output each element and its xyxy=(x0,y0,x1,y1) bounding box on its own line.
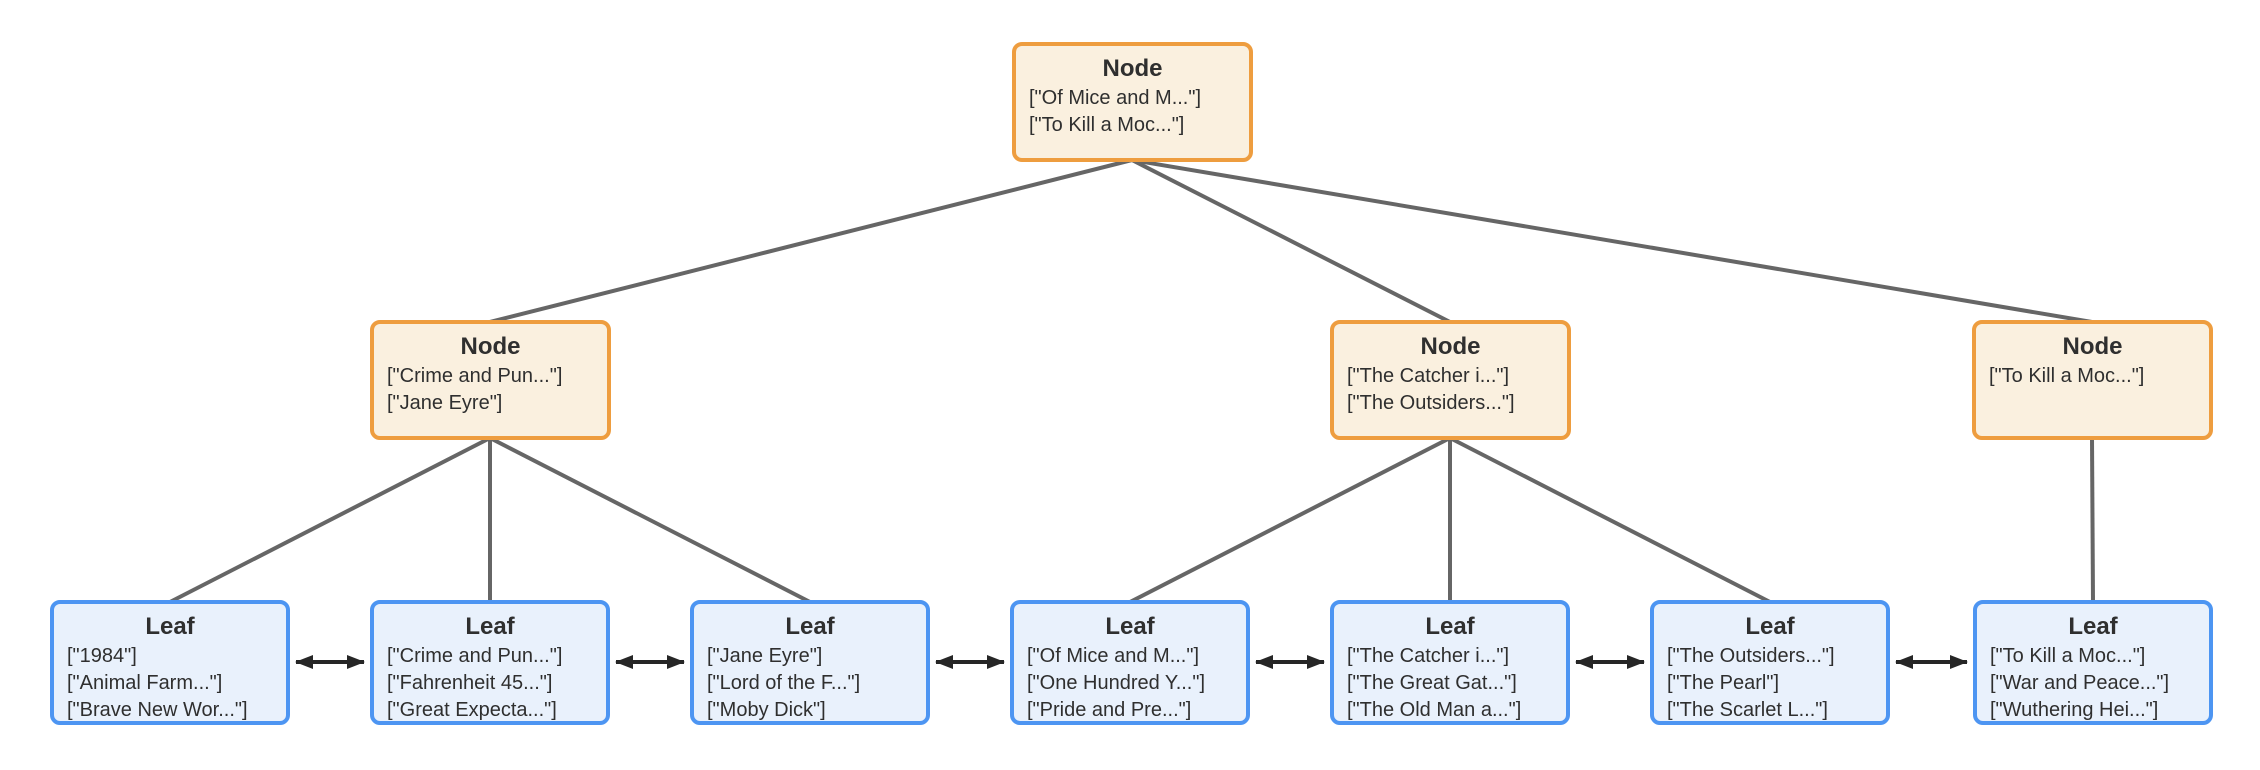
internal-node-0: Node ["Crime and Pun..."] ["Jane Eyre"] xyxy=(370,320,611,440)
node-key: ["Jane Eyre"] xyxy=(387,392,503,414)
leaf-key: ["The Pearl"] xyxy=(1667,672,1780,694)
leaf-key: ["The Catcher i..."] xyxy=(1347,645,1510,667)
leaf-key: ["1984"] xyxy=(67,645,137,667)
leaf-key: ["Jane Eyre"] xyxy=(707,645,823,667)
edge-node2-leaf6 xyxy=(2090,437,2095,603)
leaf-key: ["Fahrenheit 45..."] xyxy=(387,672,553,694)
leaf-key: ["The Great Gat..."] xyxy=(1347,672,1517,694)
edge-node0-leaf0 xyxy=(169,436,491,604)
leaf-5: Leaf ["The Outsiders..."] ["The Pearl"] … xyxy=(1650,600,1890,725)
leaf-key: ["Brave New Wor..."] xyxy=(67,699,248,721)
internal-node-1: Node ["The Catcher i..."] ["The Outsider… xyxy=(1330,320,1571,440)
node-key: ["Of Mice and M..."] xyxy=(1029,87,1202,109)
node-title: Node xyxy=(1420,333,1481,360)
leaf-1: Leaf ["Crime and Pun..."] ["Fahrenheit 4… xyxy=(370,600,610,725)
leaf-title: Leaf xyxy=(1105,613,1155,640)
edge-node1-leaf5 xyxy=(1449,436,1771,604)
root-node: Node ["Of Mice and M..."] ["To Kill a Mo… xyxy=(1012,42,1253,162)
leaf-title: Leaf xyxy=(1425,613,1475,640)
leaf-key: ["Lord of the F..."] xyxy=(707,672,861,694)
node-key: ["The Catcher i..."] xyxy=(1347,365,1510,387)
leaf-title: Leaf xyxy=(2068,613,2118,640)
leaf-title: Leaf xyxy=(465,613,515,640)
leaf-key: ["War and Peace..."] xyxy=(1990,672,2170,694)
node-title: Node xyxy=(1102,55,1163,82)
leaf-key: ["The Outsiders..."] xyxy=(1667,645,1835,667)
leaf-key: ["Crime and Pun..."] xyxy=(387,645,563,667)
leaf-key: ["The Old Man a..."] xyxy=(1347,699,1522,721)
leaf-0: Leaf ["1984"] ["Animal Farm..."] ["Brave… xyxy=(50,600,290,725)
leaf-key: ["Of Mice and M..."] xyxy=(1027,645,1200,667)
leaf-key: ["To Kill a Moc..."] xyxy=(1990,645,2146,667)
node-key: ["The Outsiders..."] xyxy=(1347,392,1515,414)
leaf-key: ["The Scarlet L..."] xyxy=(1667,699,1828,721)
parent-child-edges xyxy=(169,158,2095,604)
edge-root-node2 xyxy=(1131,158,2093,324)
node-title: Node xyxy=(2062,333,2123,360)
leaf-title: Leaf xyxy=(1745,613,1795,640)
leaf-title: Leaf xyxy=(785,613,835,640)
edge-node1-leaf3 xyxy=(1129,436,1451,604)
leaf-3: Leaf ["Of Mice and M..."] ["One Hundred … xyxy=(1010,600,1250,725)
edge-root-node1 xyxy=(1131,158,1451,324)
node-key: ["To Kill a Moc..."] xyxy=(1029,114,1185,136)
node-title: Node xyxy=(460,333,521,360)
leaf-2: Leaf ["Jane Eyre"] ["Lord of the F..."] … xyxy=(690,600,930,725)
internal-node-2: Node ["To Kill a Moc..."] xyxy=(1972,320,2213,440)
leaf-4: Leaf ["The Catcher i..."] ["The Great Ga… xyxy=(1330,600,1570,725)
edge-node0-leaf2 xyxy=(489,436,811,604)
leaf-key: ["Pride and Pre..."] xyxy=(1027,699,1192,721)
node-key: ["Crime and Pun..."] xyxy=(387,365,563,387)
leaf-key: ["Moby Dick"] xyxy=(707,699,826,721)
edge-root-node0 xyxy=(489,158,1133,324)
leaf-key: ["Great Expecta..."] xyxy=(387,699,557,721)
leaf-key: ["Animal Farm..."] xyxy=(67,672,223,694)
leaf-key: ["Wuthering Hei..."] xyxy=(1990,699,2159,721)
leaf-6: Leaf ["To Kill a Moc..."] ["War and Peac… xyxy=(1973,600,2213,725)
leaf-key: ["One Hundred Y..."] xyxy=(1027,672,1206,694)
node-key: ["To Kill a Moc..."] xyxy=(1989,365,2145,387)
leaf-title: Leaf xyxy=(145,613,195,640)
